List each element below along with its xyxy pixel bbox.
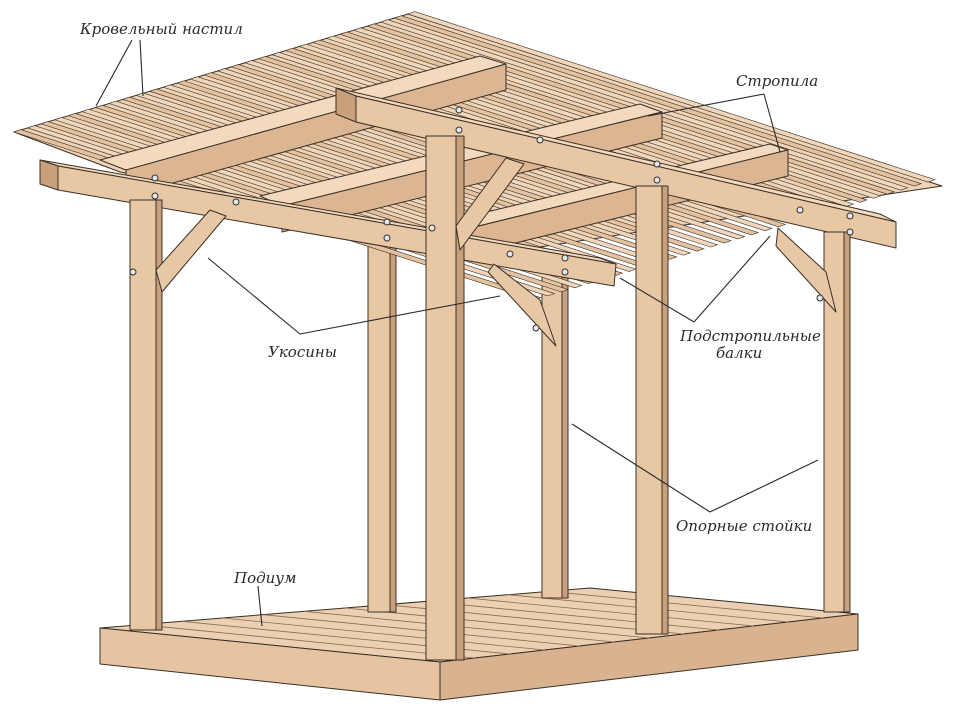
roof-slat [393,15,923,187]
bolt [455,126,463,134]
deck-board-line [549,590,824,619]
label-roof-deck: Кровельный настил [79,20,243,38]
deck-board-line [263,614,580,647]
roof-slat [407,11,936,183]
deck-board-line [426,600,719,631]
beam-rear [335,87,897,249]
bolt [846,212,854,220]
bolt [816,294,824,302]
bolt [129,268,137,276]
label-beams-line2: балки [716,344,762,362]
brace [487,263,557,347]
bolt [561,254,569,262]
deck-board-line [140,624,475,659]
braces [155,157,837,347]
labels: Кровельный настил Стропила Укосины Подст… [79,20,821,587]
bolt [653,160,661,168]
back-posts [367,239,569,613]
bolt [506,250,514,258]
brace [455,157,525,251]
brace [155,209,227,293]
bolt [151,192,159,200]
bolt [536,136,544,144]
leader-lines [95,39,819,627]
bolt [846,228,854,236]
deck-board-line [467,597,754,627]
label-posts: Опорные стойки [676,517,812,535]
bolt [653,176,661,184]
deck-board-lines [140,590,824,659]
bolt [561,268,569,276]
bolt [383,218,391,226]
bolt [428,224,436,232]
support-post [635,185,669,635]
label-platform: Подиум [233,569,296,587]
bolt [232,198,240,206]
bolts [129,106,854,332]
beam-front [39,159,617,287]
beams [39,87,897,287]
support-post [129,199,163,631]
bolt [532,324,540,332]
label-rafters: Стропила [736,72,818,90]
support-post [367,239,397,613]
brace [775,227,837,313]
bolt [796,206,804,214]
bolt [151,174,159,182]
bolt [383,234,391,242]
support-post [425,135,465,661]
deck-board-line [222,617,545,651]
label-beams-line1: Подстропильные [679,327,821,345]
deck-board-line [344,607,650,639]
platform [99,587,859,701]
bolt [455,106,463,114]
label-braces: Укосины [268,343,337,361]
